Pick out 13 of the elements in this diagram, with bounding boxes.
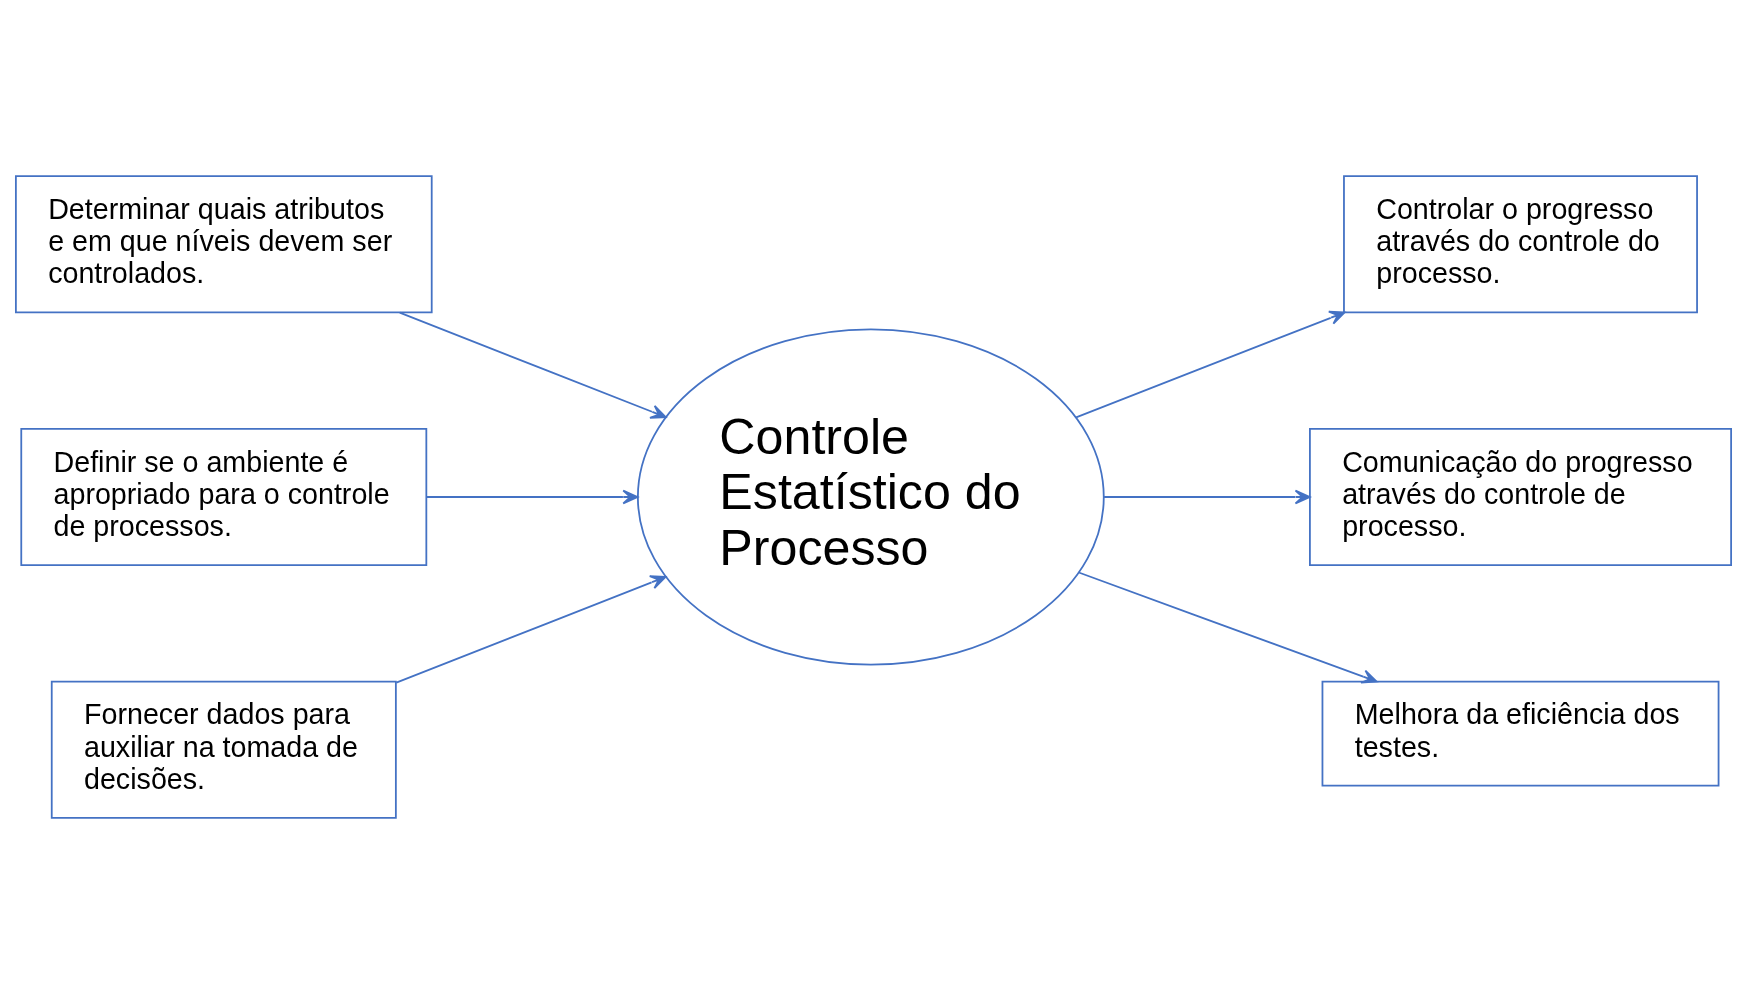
node-ellipse: Controle Estatístico do Processo (636, 328, 1105, 665)
node-box: Definir se o ambiente é apropriado para o controle de processos. (20, 427, 428, 566)
arrow (1103, 489, 1311, 504)
node-box: Controlar o progresso através do controle do processo. (1343, 174, 1698, 313)
arrow (395, 574, 667, 684)
node-box: Determinar quais atributos e em que níveis devem ser controlados. (15, 174, 433, 313)
arrow (425, 489, 639, 504)
arrow (1075, 310, 1346, 418)
arrow (398, 311, 667, 419)
node-box: Comunicação do progresso através do controle de processo. (1309, 427, 1732, 566)
node-box: Melhora da eficiência dos testes. (1321, 680, 1720, 786)
node-box: Fornecer dados para auxiliar na tomada de decisões. (50, 680, 397, 819)
arrow (1077, 571, 1378, 684)
